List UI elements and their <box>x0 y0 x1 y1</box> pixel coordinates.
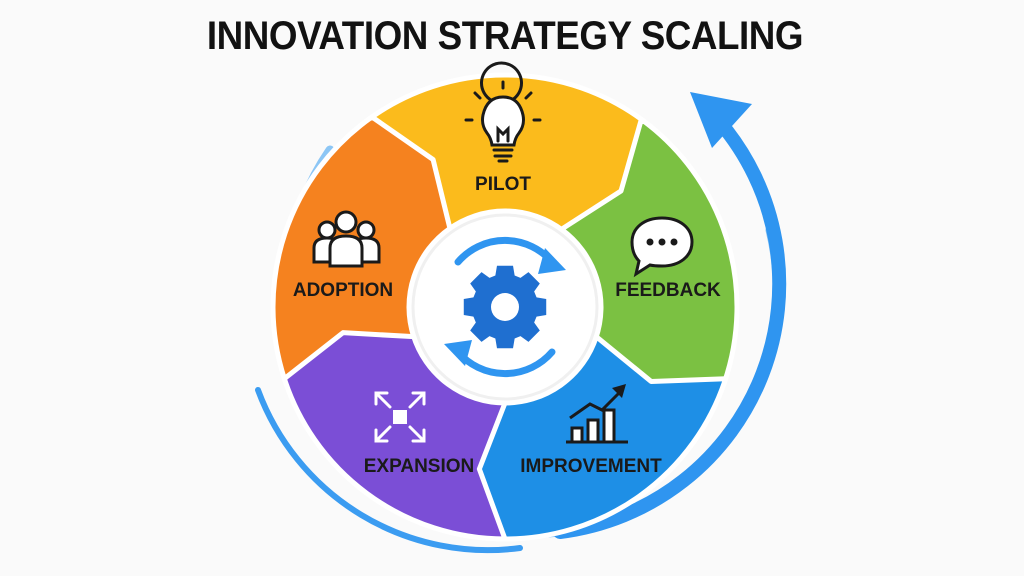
stage-label-improvement: IMPROVEMENT <box>520 456 662 477</box>
lightbulb-icon <box>464 61 542 163</box>
gear-cycle-icon <box>444 237 566 377</box>
stage-label-expansion: EXPANSION <box>364 456 475 477</box>
stage-label-pilot: PILOT <box>475 174 531 195</box>
outer-ring-left-arc <box>255 387 523 554</box>
segment-improvement <box>474 334 729 542</box>
segment-expansion <box>280 327 508 542</box>
expand-arrows-icon <box>374 391 426 443</box>
diagram-title: INNOVATION STRATEGY SCALING <box>206 14 804 58</box>
stage-label-feedback: FEEDBACK <box>615 280 721 301</box>
growth-chart-icon <box>566 384 628 444</box>
stage-label-adoption: ADOPTION <box>293 280 393 301</box>
gear-hole <box>491 293 519 321</box>
outer-ring-arrowhead <box>690 92 752 148</box>
speech-bubble-icon <box>630 216 694 278</box>
people-group-icon <box>312 210 381 268</box>
segment-pilot <box>366 72 648 233</box>
outer-ring-arrow <box>553 113 787 539</box>
